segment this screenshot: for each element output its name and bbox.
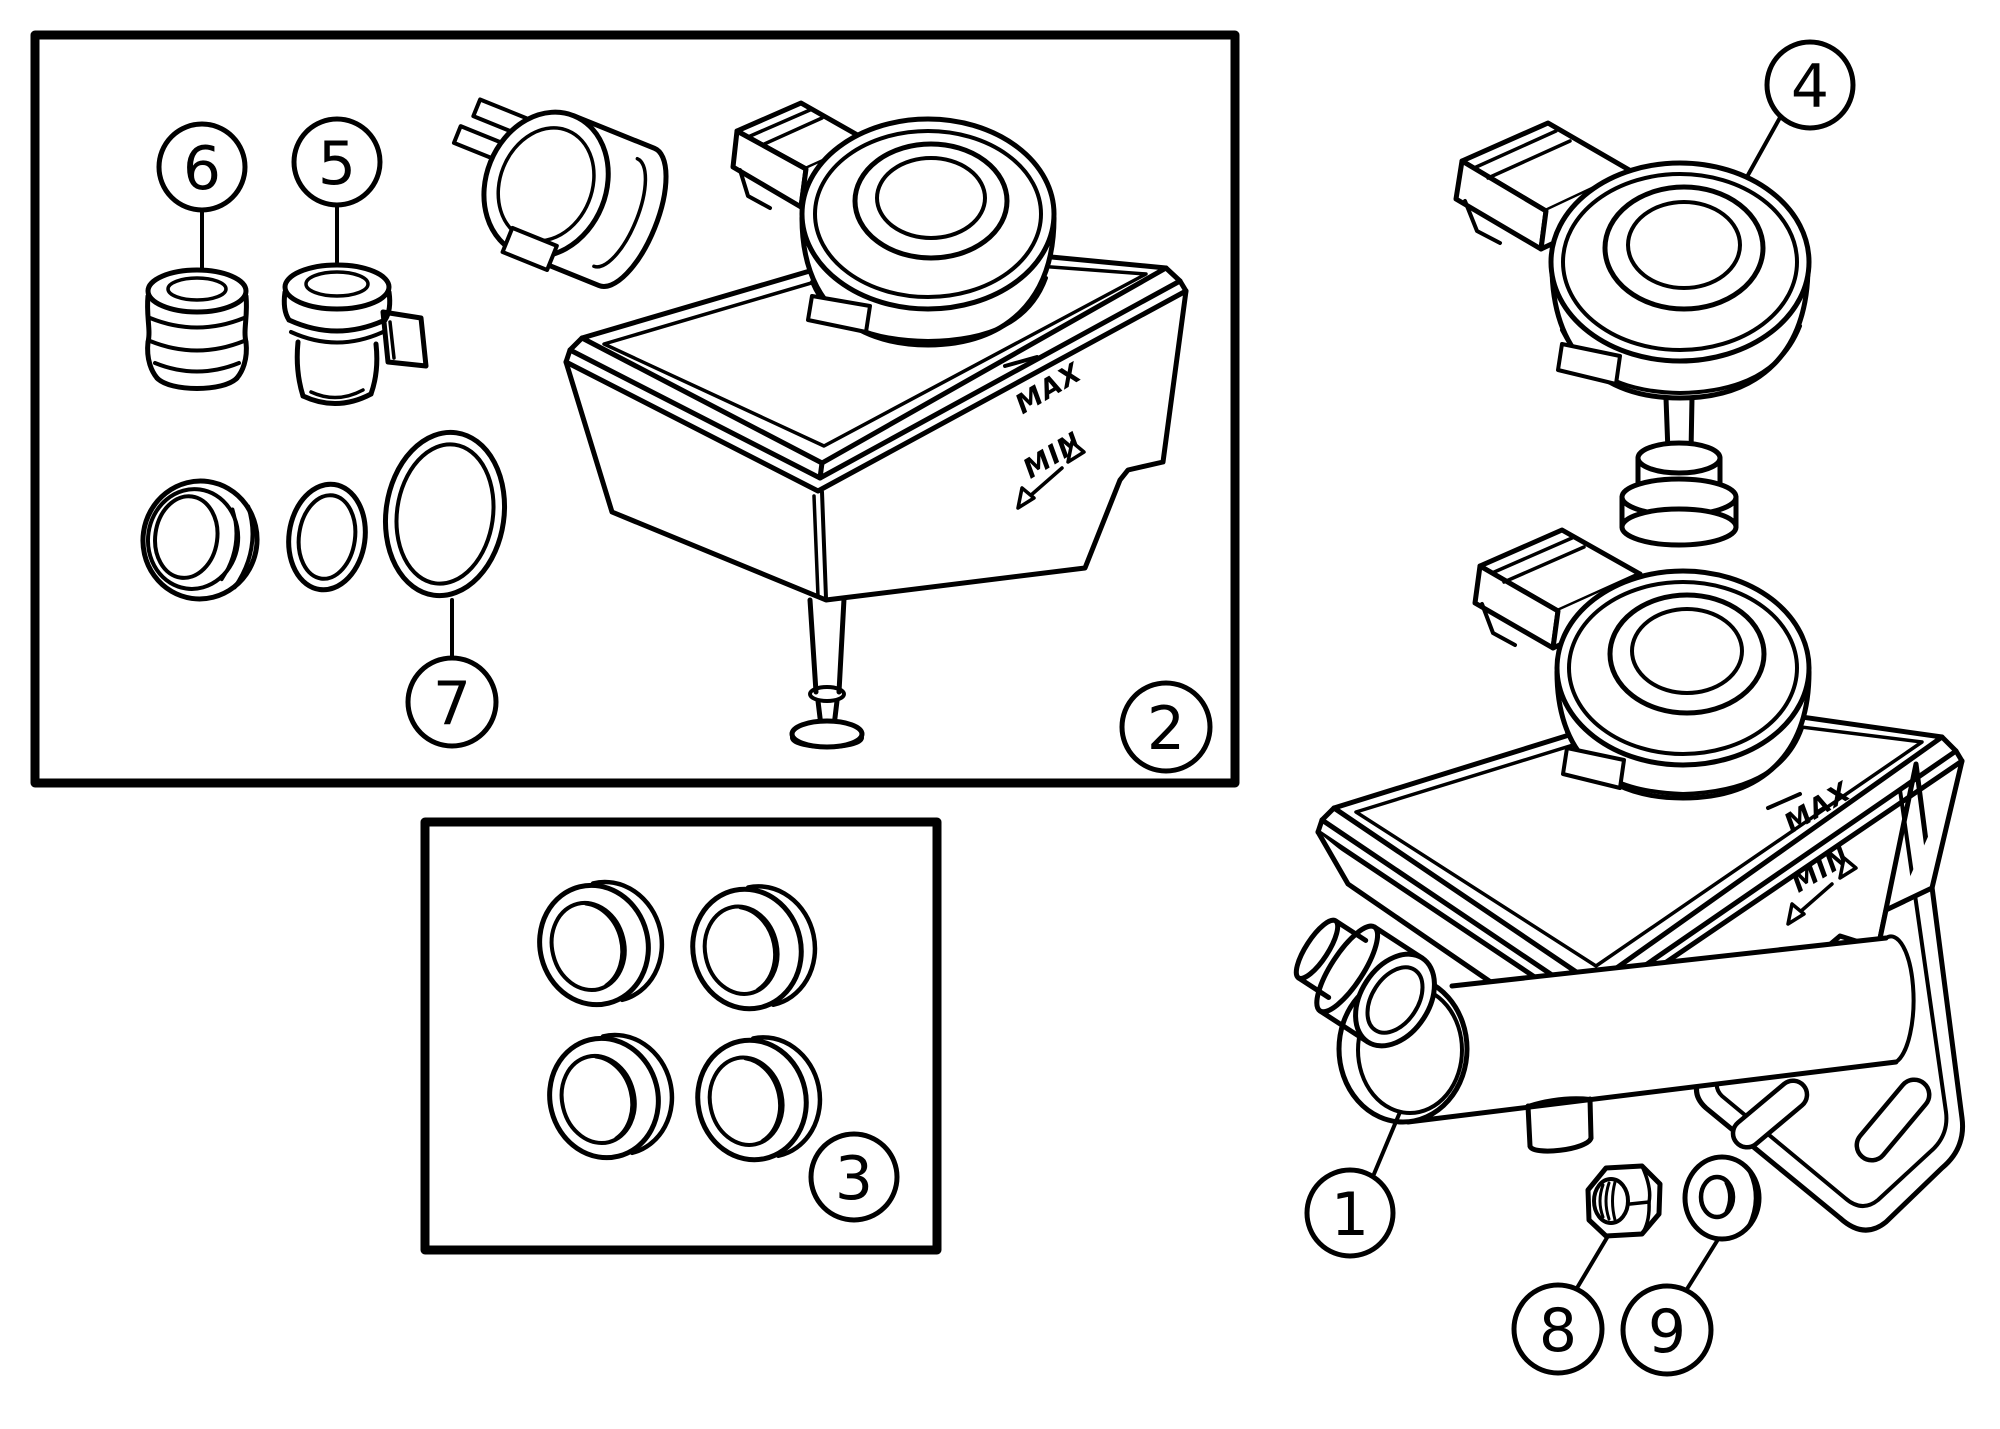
reservoir-kit-box [30, 30, 1240, 788]
o-ring-large [382, 429, 508, 599]
seal-kit-box [420, 817, 942, 1255]
callout-6-number: 6 [183, 134, 221, 204]
callout-6: 6 [156, 121, 248, 270]
assembly-reservoir-cap [1554, 568, 1812, 801]
callout-3: 3 [808, 1131, 900, 1223]
float-switch [451, 97, 669, 289]
hex-nut [1585, 1163, 1663, 1239]
callout-1: 1 [1304, 1110, 1402, 1259]
outlet-port-stub [1525, 1096, 1594, 1154]
callout-5: 5 [291, 116, 383, 264]
callout-9: 9 [1620, 1239, 1719, 1377]
callout-4: 4 [1746, 39, 1856, 177]
washer [1682, 1154, 1762, 1242]
callout-2: 2 [1119, 680, 1213, 774]
callout-3-number: 3 [835, 1144, 873, 1214]
callout-7: 7 [405, 598, 499, 749]
plug-with-bracket [281, 262, 429, 407]
callout-7-number: 7 [433, 669, 471, 739]
callout-4-number: 4 [1791, 52, 1829, 122]
callout-8: 8 [1511, 1234, 1610, 1376]
seal-bushing-1 [537, 879, 665, 1008]
callout-1-number: 1 [1331, 1180, 1369, 1250]
seal-bushing-4 [695, 1035, 823, 1163]
seal-bushing-2 [690, 884, 818, 1012]
callout-8-number: 8 [1539, 1296, 1577, 1366]
inlet-port-boss [1293, 917, 1437, 1049]
cap-float-assembly [1453, 120, 1812, 548]
o-ring-small [286, 481, 368, 593]
grommet-seal [140, 478, 260, 602]
callout-2-number: 2 [1147, 694, 1185, 764]
seal-bushing-3 [547, 1032, 675, 1161]
reservoir-cap [799, 116, 1057, 348]
plug-small [145, 267, 249, 391]
callout-5-number: 5 [318, 129, 356, 199]
callout-9-number: 9 [1648, 1297, 1686, 1367]
